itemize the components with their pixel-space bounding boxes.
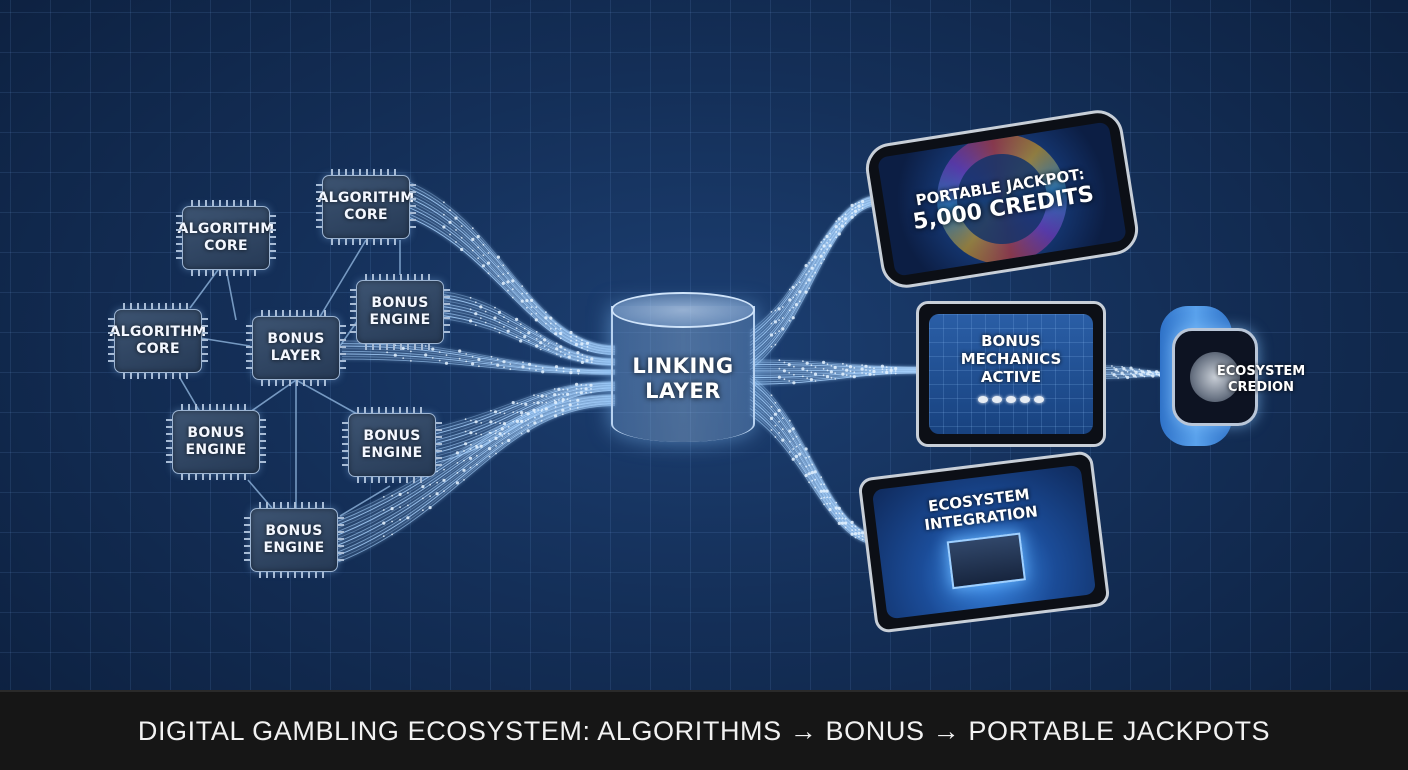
bonus-engine-chip: BONUS ENGINE [342, 407, 442, 483]
caption-text: DIGITAL GAMBLING ECOSYSTEM: ALGORITHMS →… [137, 715, 1271, 746]
caption-bar: DIGITAL GAMBLING ECOSYSTEM: ALGORITHMS →… [0, 690, 1408, 770]
chip-label: BONUS ENGINE [263, 523, 325, 556]
linking-layer-label: LINKING LAYER [632, 354, 734, 403]
tablet-ecosystem-device: ECOSYSTEM INTEGRATION [857, 450, 1111, 634]
chip-label: BONUS ENGINE [185, 425, 247, 458]
chip-label: BONUS ENGINE [369, 295, 431, 328]
tablet-bonus-device: BONUS MECHANICS ACTIVE [916, 301, 1106, 447]
bonus-engine-chip: BONUS ENGINE [350, 274, 450, 350]
algorithm-core-chip: ALGORITHM CORE [108, 303, 208, 379]
bonus-mechanics-label: BONUS MECHANICS ACTIVE [960, 332, 1062, 386]
bonus-engine-chip: BONUS ENGINE [166, 404, 266, 480]
chip-label: BONUS ENGINE [361, 428, 423, 461]
coins-icon [978, 396, 1044, 403]
algorithm-core-chip: ALGORITHM CORE [316, 169, 416, 245]
chip-label: ALGORITHM CORE [109, 324, 207, 357]
algorithm-core-chip: ALGORITHM CORE [176, 200, 276, 276]
ecosystem-integration-label: ECOSYSTEM INTEGRATION [923, 485, 1039, 535]
tablet-ecosystem-screen: ECOSYSTEM INTEGRATION [871, 464, 1097, 620]
bonus-engine-chip: BONUS ENGINE [244, 502, 344, 578]
watch-face-icon [1190, 352, 1240, 402]
tablet-bonus-screen: BONUS MECHANICS ACTIVE [929, 314, 1093, 434]
server-cube-icon [946, 532, 1026, 590]
linking-layer-cylinder: LINKING LAYER [611, 306, 755, 442]
phone-screen: PORTABLE JACKPOT: 5,000 CREDITS [877, 121, 1127, 277]
chip-label: ALGORITHM CORE [317, 190, 415, 223]
chip-label: BONUS LAYER [267, 331, 325, 364]
chip-label: ALGORITHM CORE [177, 221, 275, 254]
cylinder-top [611, 292, 755, 328]
connection-lines [179, 181, 1173, 563]
watch-label: ECOSYSTEM CREDION [1216, 364, 1306, 395]
bonus-layer-chip: BONUS LAYER [246, 310, 346, 386]
smartwatch-device [1172, 328, 1258, 426]
